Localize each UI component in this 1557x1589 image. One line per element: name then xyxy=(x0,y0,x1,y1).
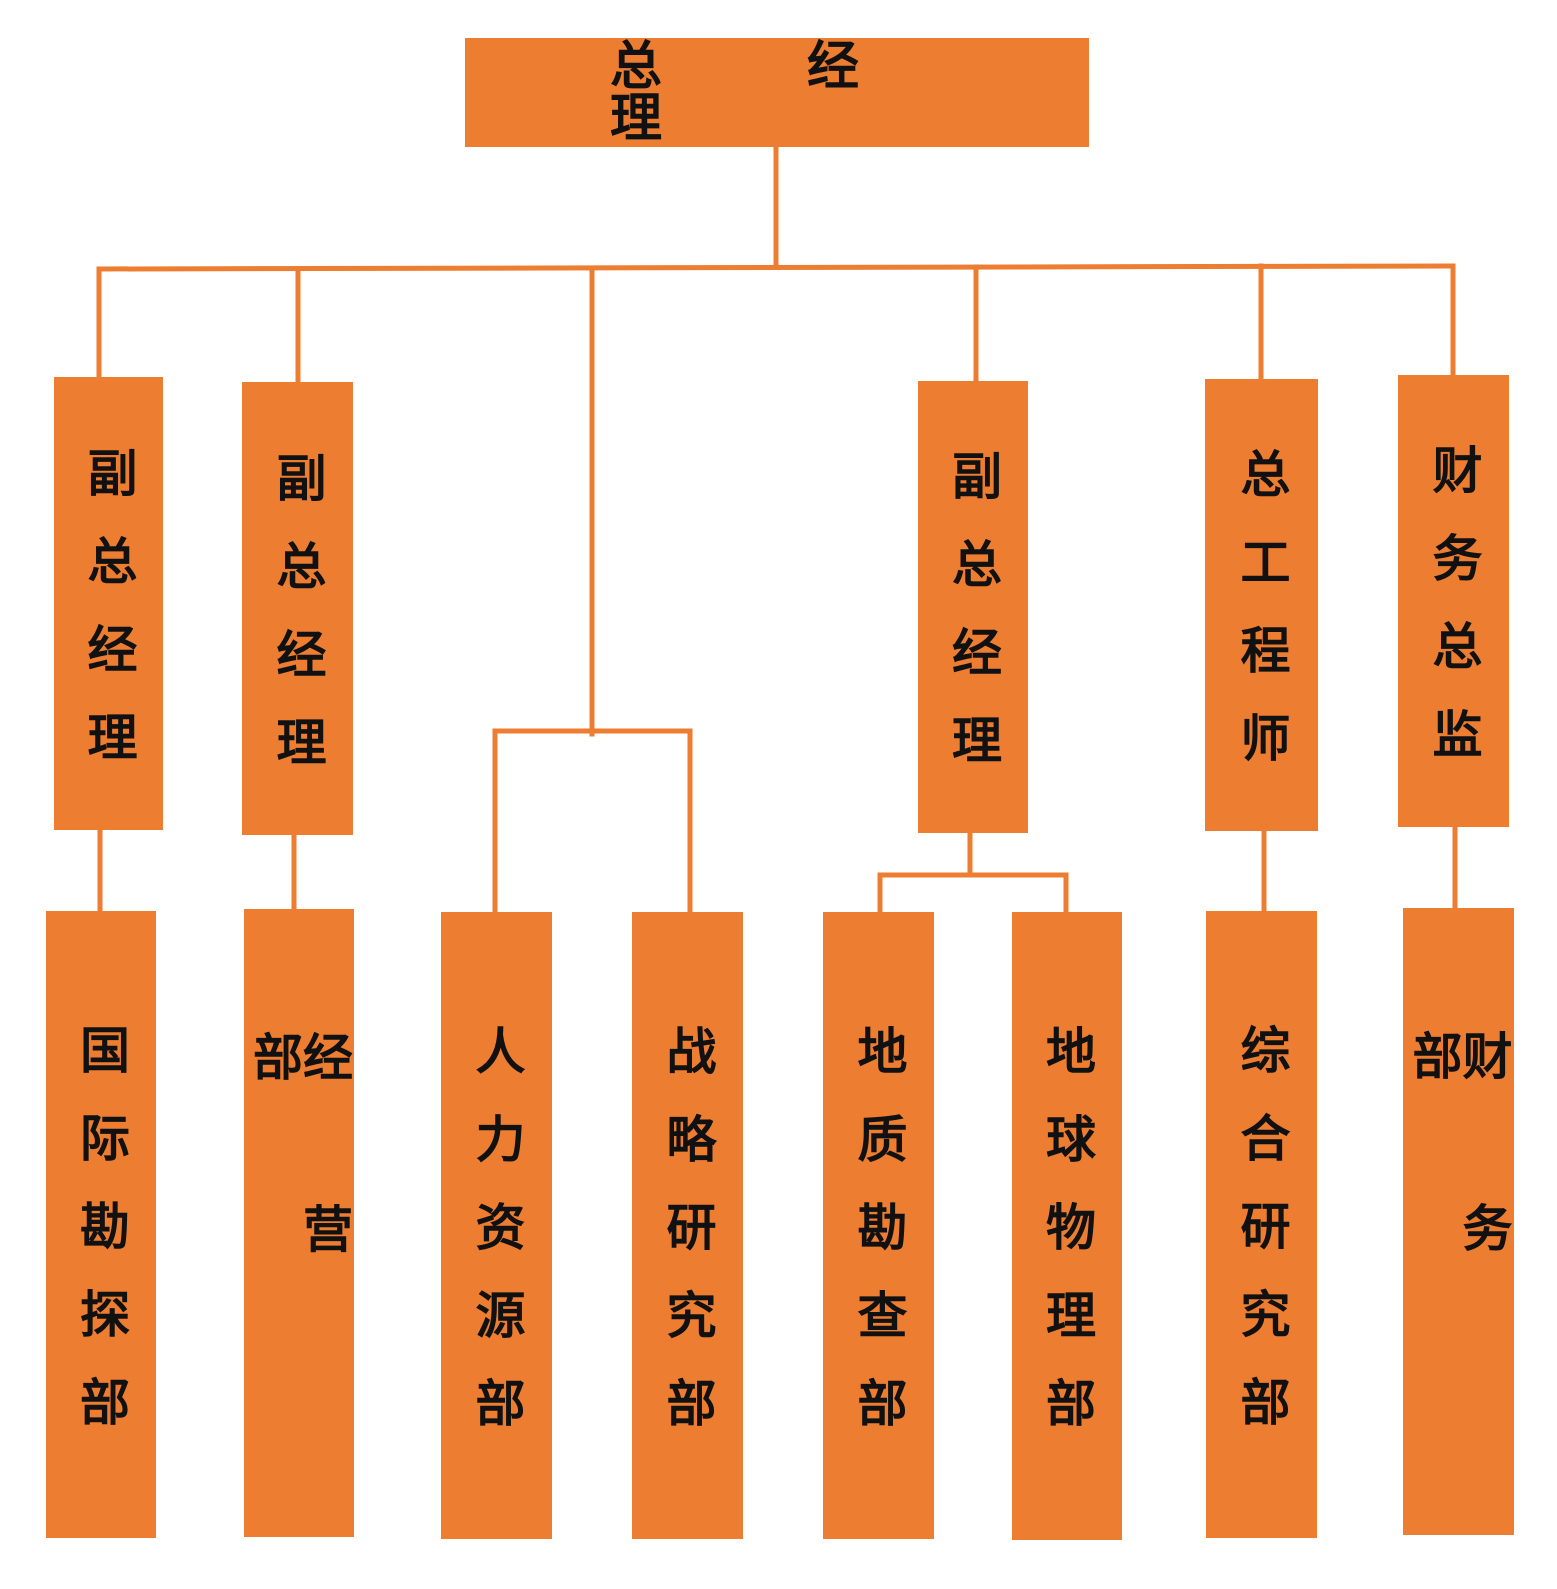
node-vp-2: 副总经理 xyxy=(242,382,353,835)
node-dept-comprehensive-label: 综合研究部 xyxy=(1232,1023,1291,1464)
node-vp-1: 副总经理 xyxy=(54,377,163,830)
node-dept-geophysics-label: 地球物理部 xyxy=(1038,1025,1096,1465)
node-dept-operations-label: 经营部 xyxy=(245,1031,353,1375)
node-dept-hr: 人力资源部 xyxy=(441,912,552,1539)
node-dept-geo-survey-label: 地质勘查部 xyxy=(849,1024,908,1465)
connector-top-bus xyxy=(96,263,1456,272)
node-vp-3-label: 副总经理 xyxy=(944,450,1002,802)
node-general-manager: 总经理 xyxy=(465,38,1089,147)
node-vp-3: 副总经理 xyxy=(918,381,1028,833)
node-dept-geophysics: 地球物理部 xyxy=(1012,912,1122,1540)
node-dept-operations: 经营部 xyxy=(244,909,354,1537)
node-general-manager-label: 总经理 xyxy=(610,36,1005,149)
node-finance-director: 财务总监 xyxy=(1398,375,1509,827)
node-dept-intl-exploration: 国际勘探部 xyxy=(46,911,156,1538)
node-dept-finance: 财务部 xyxy=(1403,908,1514,1535)
node-vp-2-label: 副总经理 xyxy=(268,451,327,804)
node-vp-1-label: 副总经理 xyxy=(79,446,138,799)
node-dept-hr-label: 人力资源部 xyxy=(467,1024,526,1465)
node-dept-finance-label: 财务部 xyxy=(1404,1030,1513,1374)
node-chief-engineer-label: 总工程师 xyxy=(1232,448,1291,800)
node-finance-director-label: 财务总监 xyxy=(1424,444,1483,796)
node-dept-strategy: 战略研究部 xyxy=(632,912,743,1539)
node-chief-engineer: 总工程师 xyxy=(1205,379,1318,831)
node-dept-comprehensive: 综合研究部 xyxy=(1206,911,1317,1538)
node-dept-strategy-label: 战略研究部 xyxy=(658,1024,717,1465)
node-dept-geo-survey: 地质勘查部 xyxy=(823,912,934,1539)
node-dept-intl-exploration-label: 国际勘探部 xyxy=(72,1023,130,1464)
